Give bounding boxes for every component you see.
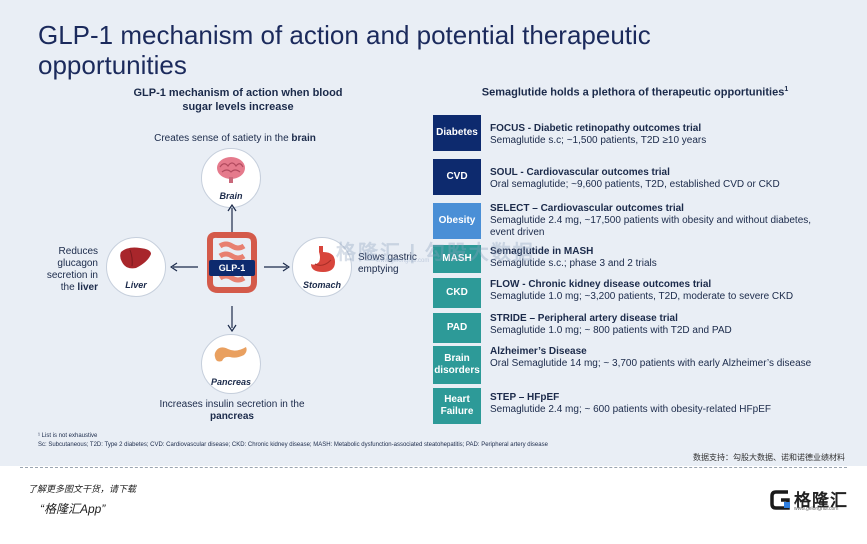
liver-icon (120, 247, 151, 269)
trial-detail: Semaglutide 1.0 mg; ~ 800 patients with … (490, 325, 732, 336)
left-subtitle: GLP-1 mechanism of action when blood sug… (133, 87, 343, 113)
right-subtitle: Semaglutide holds a plethora of therapeu… (440, 86, 830, 99)
arrow-up-icon (227, 204, 237, 232)
trial-detail: Semaglutide 2.4 mg; ~ 600 patients with … (490, 404, 771, 415)
promo-line-1: 了解更多图文干货，请下载 (28, 484, 137, 494)
trial-row: CVD SOUL - Cardiovascular outcomes trial… (433, 159, 843, 195)
watermark-url: www.gelonghui.com (376, 258, 430, 264)
pancreas-label: Pancreas (210, 377, 252, 387)
slide: GLP-1 mechanism of action and potential … (0, 0, 867, 466)
page-title: GLP-1 mechanism of action and potential … (38, 20, 651, 80)
trial-title: SOUL - Cardiovascular outcomes trial (490, 167, 670, 178)
right-subtitle-text: Semaglutide holds a plethora of therapeu… (481, 86, 785, 99)
trial-title: Alzheimer’s Disease (490, 346, 587, 357)
footnotes: ¹ List is not exhaustive Sc: Subcutaneou… (38, 432, 548, 450)
stomach-circle: Stomach (292, 237, 352, 297)
arrow-right-icon (264, 262, 290, 272)
stomach-icon (311, 246, 335, 272)
liver-caption: Reduces glucagon secretion in the liver (46, 246, 98, 293)
trial-text: FLOW - Chronic kidney disease outcomes t… (490, 279, 830, 303)
trial-row: Obesity SELECT – Cardiovascular outcomes… (433, 203, 843, 239)
glp1-badge: GLP-1 (209, 260, 255, 276)
trial-detail: Oral semaglutide; ~9,600 patients, T2D, … (490, 179, 780, 190)
trial-row: PAD STRIDE – Peripheral artery disease t… (433, 313, 843, 343)
watermark-text: 格隆汇 | 勾股大数据 (336, 242, 535, 264)
arrow-left-icon (170, 262, 198, 272)
trial-tag-mash: MASH (433, 245, 481, 273)
stomach-caption: Slows gastric emptying (358, 252, 417, 275)
pancreas-icon (214, 347, 247, 362)
footnote-2: Sc: Subcutaneous; T2D: Type 2 diabetes; … (38, 442, 548, 448)
liver-label: Liver (125, 280, 147, 290)
brain-icon (217, 157, 245, 183)
pancreas-caption: Increases insulin secretion in the pancr… (159, 399, 305, 422)
trial-tag-obesity: Obesity (433, 203, 481, 239)
logo-name: 格隆汇 (794, 491, 848, 510)
trial-title: STRIDE – Peripheral artery disease trial (490, 313, 678, 324)
trial-tag-brain-disorders: Brain disorders (433, 346, 481, 384)
trial-row: Diabetes FOCUS - Diabetic retinopathy ou… (433, 115, 843, 151)
trial-title: STEP – HFpEF (490, 392, 560, 403)
liver-circle: Liver (106, 237, 166, 297)
intestine-icon (207, 232, 257, 293)
trial-tag-cvd: CVD (433, 159, 481, 195)
divider (20, 467, 847, 468)
data-support: 数据支持：勾股大数据、诺和诺德业绩材料 (693, 453, 845, 462)
brain-label: Brain (219, 191, 243, 201)
trial-detail: Semaglutide 1.0 mg; ~3,200 patients, T2D… (490, 291, 794, 302)
trial-title: Semaglutide in MASH (490, 246, 594, 257)
trial-detail: Semaglutide s.c; ~1,500 patients, T2D ≥1… (490, 135, 707, 146)
trial-detail: Semaglutide s.c.; phase 3 and 2 trials (490, 258, 657, 269)
trial-tag-pad: PAD (433, 313, 481, 343)
trial-detail: Semaglutide 2.4 mg, ~17,500 patients wit… (490, 215, 812, 238)
trial-detail: Oral Semaglutide 14 mg; ~ 3,700 patients… (490, 358, 812, 369)
brain-circle: Brain (201, 148, 261, 208)
logo-g-icon (770, 490, 790, 510)
footnote-1: ¹ List is not exhaustive (38, 433, 98, 439)
promo-line-2[interactable]: “格隆汇App” (40, 502, 106, 516)
trial-tag-ckd: CKD (433, 278, 481, 308)
trial-title: FOCUS - Diabetic retinopathy outcomes tr… (490, 123, 702, 134)
footnote-marker: 1 (784, 86, 789, 93)
arrow-down-icon (227, 306, 237, 332)
pancreas-circle: Pancreas (201, 334, 261, 394)
gelonghui-logo[interactable]: 格隆汇 www.gelonghui.com (770, 484, 850, 516)
trial-text: FOCUS - Diabetic retinopathy outcomes tr… (490, 123, 830, 147)
stomach-label: Stomach (302, 280, 341, 290)
trial-tag-heart-failure: Heart Failure (433, 388, 481, 424)
logo-url: www.gelonghui.com (794, 506, 839, 512)
trial-row: CKD FLOW - Chronic kidney disease outcom… (433, 278, 843, 308)
trial-tag-diabetes: Diabetes (433, 115, 481, 151)
trial-text: STRIDE – Peripheral artery disease trial… (490, 313, 830, 337)
trial-title: SELECT – Cardiovascular outcomes trial (490, 203, 684, 214)
trial-title: FLOW - Chronic kidney disease outcomes t… (490, 279, 712, 290)
brain-caption: Creates sense of satiety in the brain (154, 133, 316, 144)
